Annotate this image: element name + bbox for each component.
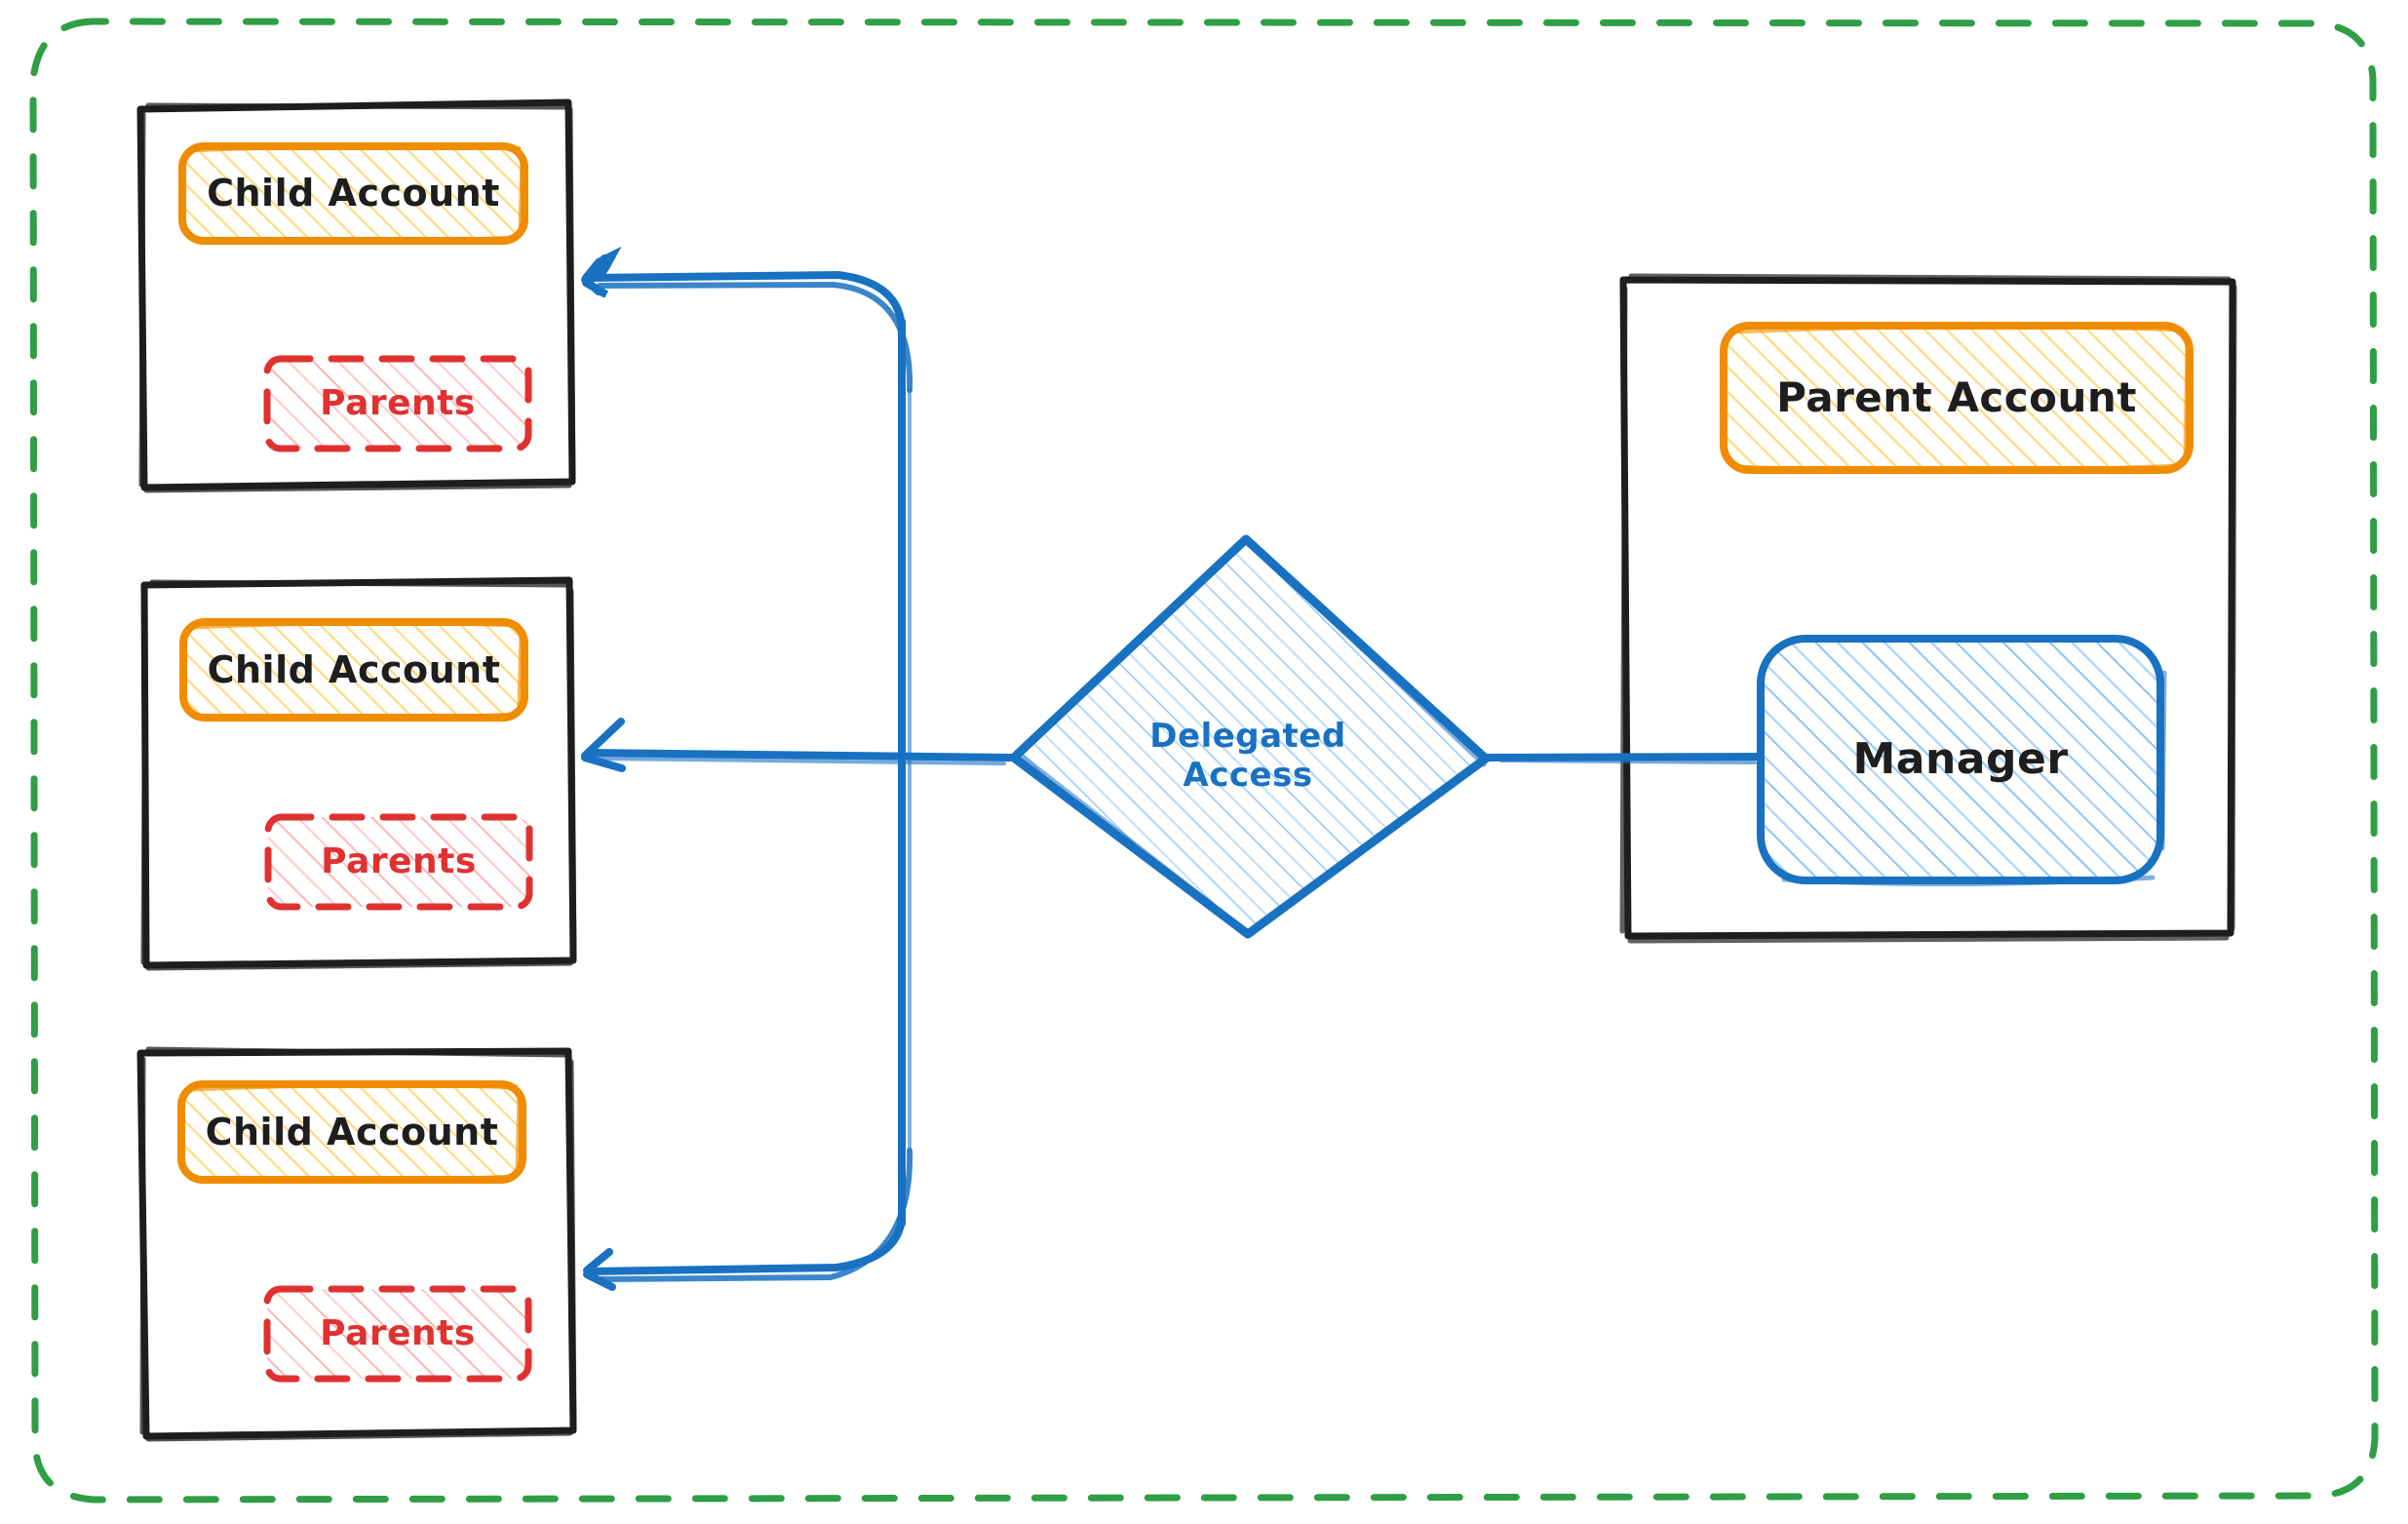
child-container-2-hit[interactable] (144, 580, 574, 968)
delegated-access-node[interactable] (1009, 534, 1491, 939)
parents-box-1[interactable] (263, 355, 532, 452)
child-container-1-hit[interactable] (140, 102, 573, 488)
child-account-box-2[interactable] (179, 618, 528, 722)
manager-box[interactable] (1757, 635, 2167, 887)
delegated-access-hit[interactable] (1014, 539, 1489, 935)
child-account-box-1[interactable] (178, 142, 528, 245)
parent-account-box[interactable] (1720, 322, 2194, 474)
parent-container-hit[interactable] (1623, 276, 2235, 941)
edge-delegated-to-child-1 (581, 246, 913, 393)
child-container-3-hit[interactable] (140, 1051, 574, 1439)
child-account-box-3[interactable] (177, 1080, 526, 1184)
edge-delegated-to-child-2 (581, 718, 1014, 772)
edge-delegated-to-child-3 (583, 1148, 913, 1291)
edge-manager-to-delegated (1485, 753, 1765, 764)
parents-box-2[interactable] (264, 813, 533, 911)
parents-box-3[interactable] (263, 1285, 532, 1383)
edge-routing-spine (898, 318, 912, 1228)
organization-boundary (29, 18, 2379, 1504)
